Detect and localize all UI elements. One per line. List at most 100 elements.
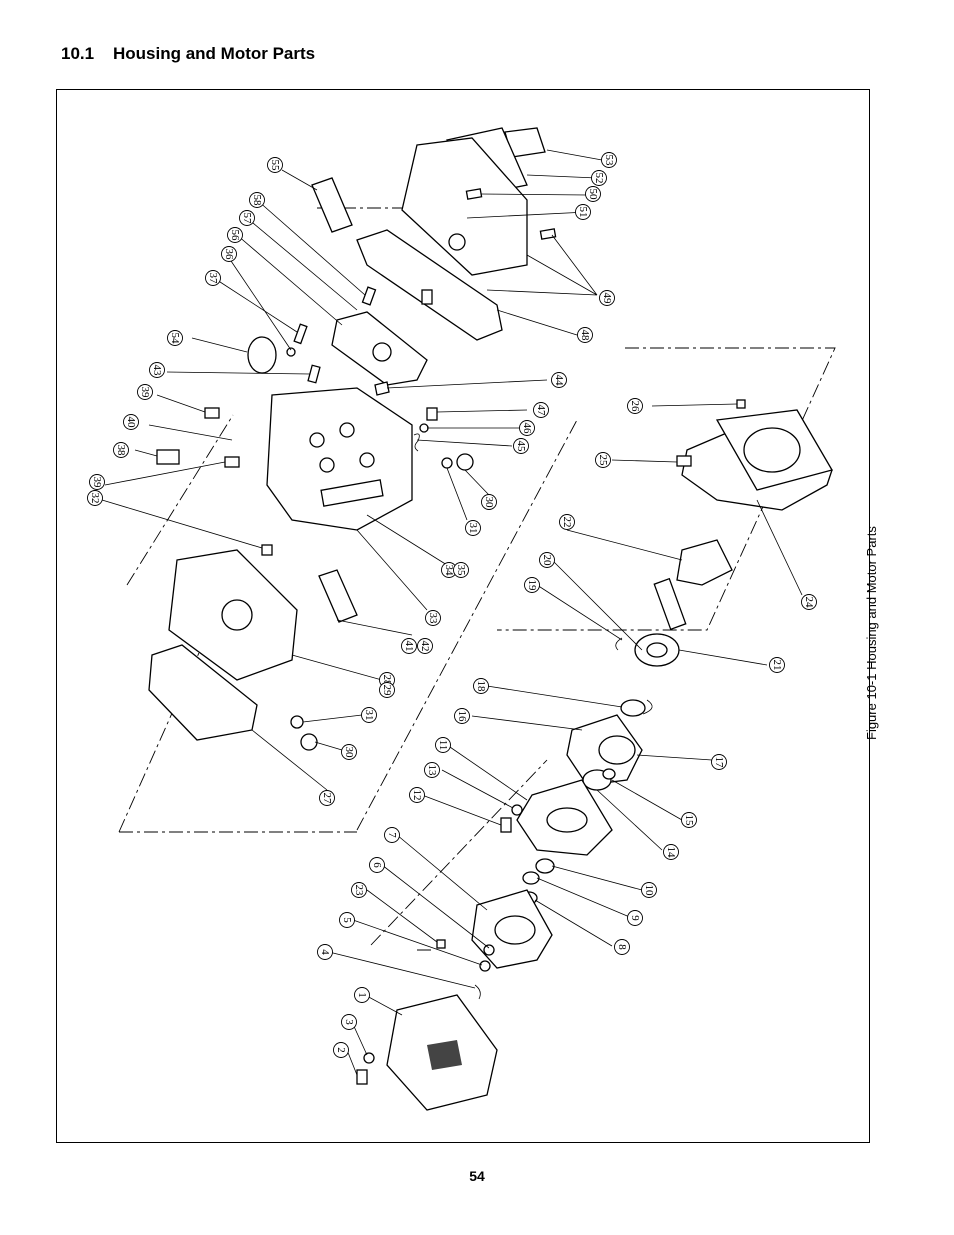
leader-45 bbox=[416, 439, 513, 447]
leader-20 bbox=[551, 559, 643, 651]
leader-40 bbox=[148, 424, 233, 441]
assembly-boundary-top bbox=[126, 207, 407, 586]
leader-55 bbox=[281, 169, 318, 191]
callout-number: 11 bbox=[437, 740, 449, 751]
callout-number: 40 bbox=[125, 417, 137, 429]
leader-31b bbox=[302, 714, 363, 723]
leader-33 bbox=[356, 529, 428, 611]
bolt-12 bbox=[500, 817, 512, 833]
cover-label bbox=[427, 1040, 462, 1070]
callout-6: 6 bbox=[369, 857, 385, 873]
washer-31b bbox=[290, 715, 304, 729]
callout-39: 39 bbox=[137, 384, 153, 400]
callout-circle bbox=[599, 290, 615, 306]
callout-number: 30 bbox=[343, 747, 355, 759]
callout-number: 20 bbox=[541, 555, 553, 567]
setscrew-32 bbox=[261, 544, 273, 556]
washer-6 bbox=[483, 944, 495, 956]
callout-circle bbox=[614, 939, 630, 955]
callout-balloons: 1234567891011121314151617181920212223242… bbox=[87, 152, 817, 1058]
callout-number: 18 bbox=[475, 681, 487, 693]
leader-19 bbox=[536, 584, 623, 641]
callout-circle bbox=[481, 494, 497, 510]
callout-1: 1 bbox=[354, 987, 370, 1003]
callout-15: 15 bbox=[681, 812, 697, 828]
callout-24: 24 bbox=[801, 594, 817, 610]
callout-circle bbox=[379, 682, 395, 698]
callout-number: 15 bbox=[683, 815, 695, 827]
cover-gasket-48 bbox=[356, 229, 503, 341]
callout-circle bbox=[267, 157, 283, 173]
leader-31a bbox=[446, 467, 468, 521]
callout-number: 12 bbox=[411, 790, 423, 801]
callout-45: 45 bbox=[513, 438, 529, 454]
callout-57: 57 bbox=[239, 210, 255, 226]
callout-52: 52 bbox=[591, 170, 607, 186]
callout-number: 48 bbox=[579, 330, 591, 342]
callout-number: 16 bbox=[456, 711, 468, 723]
bearing-inner bbox=[646, 642, 668, 658]
gear-housing-33 bbox=[266, 387, 413, 531]
callout-56: 56 bbox=[227, 227, 243, 243]
callout-number: 49 bbox=[601, 293, 613, 305]
callout-circle bbox=[524, 577, 540, 593]
callout-circle bbox=[384, 827, 400, 843]
callout-13: 13 bbox=[424, 762, 440, 778]
callout-circle bbox=[601, 152, 617, 168]
leader-8 bbox=[534, 899, 613, 947]
callout-number: 41 bbox=[403, 641, 415, 652]
leader-1 bbox=[364, 994, 403, 1016]
callout-number: 24 bbox=[803, 597, 815, 609]
callout-number: 13 bbox=[426, 765, 438, 777]
callout-circle bbox=[519, 420, 535, 436]
callout-number: 57 bbox=[241, 213, 253, 225]
leader-28-29 bbox=[291, 654, 383, 681]
leader-58 bbox=[256, 199, 366, 296]
callout-circle bbox=[341, 1014, 357, 1030]
callout-51: 51 bbox=[575, 204, 591, 220]
callout-circle bbox=[319, 790, 335, 806]
callout-number: 1 bbox=[356, 992, 368, 998]
callout-circle bbox=[551, 372, 567, 388]
leader-30a bbox=[464, 469, 490, 496]
leader-39a bbox=[156, 394, 206, 413]
gear-plate-bore bbox=[546, 807, 588, 833]
callout-circle bbox=[681, 812, 697, 828]
callout-33: 33 bbox=[425, 610, 441, 626]
callout-circle bbox=[575, 204, 591, 220]
callout-17: 17 bbox=[711, 754, 727, 770]
callout-30: 30 bbox=[481, 494, 497, 510]
callout-circle bbox=[577, 327, 593, 343]
callout-number: 54 bbox=[169, 333, 181, 345]
callout-number: 47 bbox=[535, 405, 547, 417]
leader-32 bbox=[101, 499, 263, 549]
bearing-15 bbox=[602, 768, 616, 780]
callout-number: 7 bbox=[386, 832, 398, 838]
callout-40: 40 bbox=[123, 414, 139, 430]
callout-number: 22 bbox=[561, 517, 573, 528]
callout-circle bbox=[249, 192, 265, 208]
callout-3: 3 bbox=[341, 1014, 357, 1030]
leader-10 bbox=[551, 865, 643, 891]
callout-27: 27 bbox=[319, 790, 335, 806]
callout-circle bbox=[341, 744, 357, 760]
callout-20: 20 bbox=[539, 552, 555, 568]
callout-number: 58 bbox=[251, 195, 263, 207]
plug-30b bbox=[300, 733, 318, 751]
callout-number: 34 bbox=[443, 565, 455, 577]
callout-circle bbox=[435, 737, 451, 753]
washer-13 bbox=[511, 804, 523, 816]
leader-44 bbox=[386, 379, 548, 389]
callout-circle bbox=[454, 708, 470, 724]
screw-37 bbox=[293, 323, 308, 345]
callout-number: 23 bbox=[353, 885, 365, 897]
callout-circle bbox=[453, 562, 469, 578]
pin-43 bbox=[307, 364, 321, 384]
callout-circle bbox=[401, 638, 417, 654]
plug-39b bbox=[224, 456, 240, 468]
housing-boss-3 bbox=[359, 452, 375, 468]
callout-circle bbox=[417, 638, 433, 654]
callout-43: 43 bbox=[149, 362, 165, 378]
callout-31: 31 bbox=[361, 707, 377, 723]
